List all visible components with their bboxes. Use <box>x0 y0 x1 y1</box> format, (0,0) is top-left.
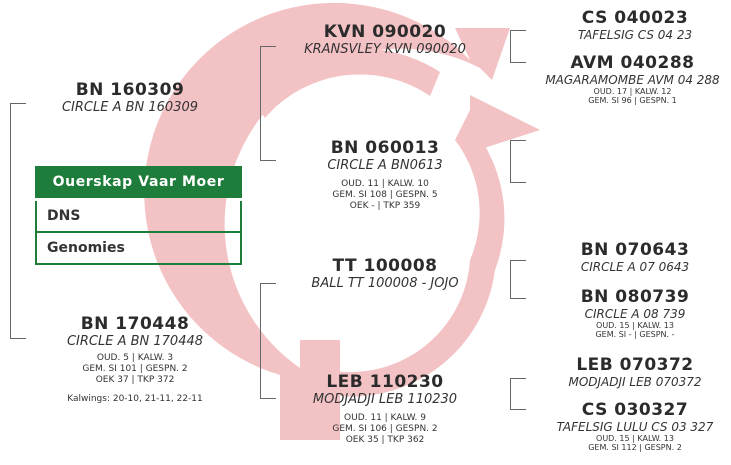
animal-code: BN 170448 <box>35 314 235 334</box>
connector-line <box>260 46 276 47</box>
animal-stat: OUD. 15 | KALW. 13 <box>545 321 725 330</box>
animal-code: LEB 070372 <box>545 355 725 375</box>
ss-dam-node: AVM 040288 MAGARAMOMBE AVM 04 288 OUD. 1… <box>535 53 730 105</box>
connector-line <box>260 46 261 161</box>
animal-name: MODJADJI LEB 110230 <box>290 392 480 407</box>
ds-sire-node: LEB 070372 MODJADJI LEB 070372 <box>545 355 725 389</box>
animal-code: CS 030327 <box>540 400 730 420</box>
connector-line <box>510 140 526 141</box>
animal-stat: OUD. 11 | KALW. 10 <box>290 179 480 190</box>
animal-name: TAFELSIG CS 04 23 <box>545 28 725 42</box>
parentage-panel: Ouerskap Vaar Moer DNS Genomies <box>35 166 242 265</box>
animal-name: CIRCLE A BN0613 <box>290 158 480 173</box>
connector-line <box>10 103 11 339</box>
animal-stat: OEK - | TKP 359 <box>290 201 480 212</box>
connector-line <box>510 298 526 299</box>
ds-dam-node: CS 030327 TAFELSIG LULU CS 03 327 OUD. 1… <box>540 400 730 452</box>
connector-line <box>260 283 261 399</box>
animal-stat: OEK 35 | TKP 362 <box>290 435 480 446</box>
connector-line <box>510 378 526 379</box>
panel-header: Ouerskap Vaar Moer <box>35 166 242 198</box>
animal-name: MODJADJI LEB 070372 <box>545 375 725 389</box>
animal-stat: OUD. 15 | KALW. 13 <box>540 434 730 443</box>
animal-code: KVN 090020 <box>280 22 490 42</box>
connector-line <box>510 378 511 410</box>
animal-name: BALL TT 100008 - JOJO <box>280 276 490 291</box>
dns-button[interactable]: DNS <box>37 201 240 231</box>
genomies-button[interactable]: Genomies <box>37 231 240 263</box>
subject-node: BN 060013 CIRCLE A BN0613 OUD. 11 | KALW… <box>290 138 480 212</box>
animal-name: MAGARAMOMBE AVM 04 288 <box>535 73 730 87</box>
connector-line <box>510 260 526 261</box>
animal-code: BN 080739 <box>545 287 725 307</box>
animal-stat: OUD. 17 | KALW. 12 <box>535 87 730 96</box>
ss-sire-node: CS 040023 TAFELSIG CS 04 23 <box>545 8 725 42</box>
animal-stat: GEM. SI 96 | GESPN. 1 <box>535 96 730 105</box>
connector-line <box>510 30 526 31</box>
connector-line <box>510 409 526 410</box>
animal-stat: GEM. SI 112 | GESPN. 2 <box>540 443 730 452</box>
animal-code: TT 100008 <box>280 256 490 276</box>
connector-line <box>510 140 511 183</box>
animal-stat: GEM. SI 101 | GESPN. 2 <box>35 364 235 375</box>
kalwings-text: Kalwings: 20-10, 21-11, 22-11 <box>35 394 235 405</box>
animal-stat: OUD. 5 | KALW. 3 <box>35 353 235 364</box>
dam-sire-node: LEB 110230 MODJADJI LEB 110230 OUD. 11 |… <box>290 372 480 446</box>
animal-stat: OUD. 11 | KALW. 9 <box>290 413 480 424</box>
animal-code: BN 070643 <box>545 240 725 260</box>
connector-line <box>510 260 511 299</box>
connector-line <box>260 283 276 284</box>
connector-line <box>10 103 26 104</box>
animal-name: TAFELSIG LULU CS 03 327 <box>540 420 730 434</box>
animal-code: LEB 110230 <box>290 372 480 392</box>
sire-dam-node: TT 100008 BALL TT 100008 - JOJO <box>280 256 490 291</box>
animal-code: BN 060013 <box>290 138 480 158</box>
sire-sire-node: KVN 090020 KRANSVLEY KVN 090020 <box>280 22 490 57</box>
animal-code: AVM 040288 <box>535 53 730 73</box>
sd-sire-node: BN 070643 CIRCLE A 07 0643 <box>545 240 725 274</box>
animal-name: CIRCLE A BN 170448 <box>35 334 235 349</box>
dam-node: BN 170448 CIRCLE A BN 170448 OUD. 5 | KA… <box>35 314 235 405</box>
connector-line <box>260 398 276 399</box>
connector-line <box>510 182 526 183</box>
animal-name: CIRCLE A 08 739 <box>545 307 725 321</box>
connector-line <box>260 160 276 161</box>
animal-stat: GEM. SI 108 | GESPN. 5 <box>290 190 480 201</box>
connector-line <box>510 62 526 63</box>
connector-line <box>10 338 26 339</box>
animal-name: CIRCLE A BN 160309 <box>40 100 220 115</box>
animal-name: CIRCLE A 07 0643 <box>545 260 725 274</box>
animal-stat: OEK 37 | TKP 372 <box>35 375 235 386</box>
sd-dam-node: BN 080739 CIRCLE A 08 739 OUD. 15 | KALW… <box>545 287 725 339</box>
connector-line <box>510 30 511 63</box>
animal-name: KRANSVLEY KVN 090020 <box>280 42 490 57</box>
sire-node: BN 160309 CIRCLE A BN 160309 <box>40 80 220 115</box>
animal-stat: GEM. SI - | GESPN. - <box>545 330 725 339</box>
animal-code: CS 040023 <box>545 8 725 28</box>
animal-code: BN 160309 <box>40 80 220 100</box>
animal-stat: GEM. SI 106 | GESPN. 2 <box>290 424 480 435</box>
